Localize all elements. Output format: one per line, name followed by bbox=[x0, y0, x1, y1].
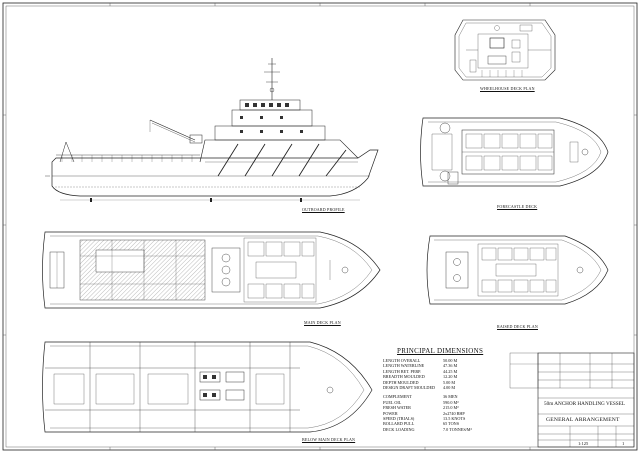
drawing-title: GENERAL ARRANGEMENT bbox=[546, 417, 620, 423]
dimension-label: FRESH WATER bbox=[383, 405, 411, 411]
label-main-deck-plan: MAIN DECK PLAN bbox=[304, 320, 341, 325]
label-outboard-profile: OUTBOARD PROFILE bbox=[302, 207, 345, 212]
sheet-number: 1 bbox=[622, 441, 625, 446]
dimension-label: LENGTH BET. PERP. bbox=[383, 368, 422, 374]
dimension-value: 7.0 TONNES/M² bbox=[443, 426, 472, 432]
forecastle-deck-plan bbox=[420, 117, 609, 187]
dimension-label: COMPLEMENT bbox=[383, 394, 412, 400]
dimension-value: 215.0 M³ bbox=[443, 405, 459, 411]
dimension-value: 590.0 M³ bbox=[443, 399, 459, 405]
label-raised-deck-plan: RAISED DECK PLAN bbox=[497, 324, 538, 329]
dimension-label: FUEL OIL bbox=[383, 399, 402, 405]
wheelhouse-deck-plan bbox=[454, 19, 556, 81]
label-below-main-deck-plan: BELOW MAIN DECK PLAN bbox=[302, 437, 356, 442]
dimension-value: 47.36 M bbox=[443, 363, 458, 369]
principal-dimensions-title: PRINCIPAL DIMENSIONS bbox=[397, 347, 484, 355]
dimension-row: POWER 2x2740 BHP bbox=[383, 411, 503, 416]
label-forecastle-deck: FORECASTLE DECK bbox=[497, 204, 538, 209]
dimension-value: 36 MEN bbox=[443, 394, 458, 400]
scale-value: 1:125 bbox=[578, 441, 589, 446]
dimension-label: LENGTH WATERLINE bbox=[383, 363, 425, 369]
dimension-row: LENGTH WATERLINE 47.36 M bbox=[383, 363, 503, 368]
raised-deck-plan bbox=[426, 235, 609, 305]
dimension-value: 65 TONS bbox=[443, 421, 460, 427]
dimension-row: DEPTH MOULDED 5.00 M bbox=[383, 380, 503, 385]
title-block-frame bbox=[509, 352, 635, 448]
main-deck-plan bbox=[42, 231, 381, 309]
dimension-row: DECK LOADING 7.0 TONNES/M² bbox=[383, 427, 503, 432]
dimension-label: DEPTH MOULDED bbox=[383, 379, 419, 385]
dimension-value: 5.00 M bbox=[443, 379, 456, 385]
dimension-label: POWER bbox=[383, 410, 398, 416]
dimension-value: 50.00 M bbox=[443, 358, 458, 363]
below-main-deck-plan bbox=[42, 341, 373, 433]
label-wheelhouse-deck-plan: WHEELHOUSE DECK PLAN bbox=[480, 86, 535, 91]
dimension-value: 13.5 KNOTS bbox=[443, 416, 466, 422]
dimension-value: 4.00 M bbox=[443, 385, 456, 391]
dimension-row: LENGTH OVERALL 50.00 M bbox=[383, 358, 503, 363]
dimension-row: FUEL OIL 590.0 M³ bbox=[383, 400, 503, 405]
dimension-value: 2x2740 BHP bbox=[443, 410, 465, 416]
dimension-label: SPEED (TRIALS) bbox=[383, 416, 415, 422]
dimension-row: SPEED (TRIALS) 13.5 KNOTS bbox=[383, 416, 503, 421]
vessel-title: 50m ANCHOR HANDLING VESSEL bbox=[544, 401, 626, 407]
dimension-label: BOLLARD PULL bbox=[383, 421, 415, 427]
dimension-label: DECK LOADING bbox=[383, 426, 415, 432]
dimension-row: DESIGN DRAFT MOULDED 4.00 M bbox=[383, 385, 503, 390]
dimension-row: BOLLARD PULL 65 TONS bbox=[383, 421, 503, 426]
outboard-profile bbox=[45, 58, 379, 202]
dimension-value: 44.25 M bbox=[443, 368, 458, 374]
dimension-row: COMPLEMENT 36 MEN bbox=[383, 394, 503, 399]
dimension-label: LENGTH OVERALL bbox=[383, 358, 421, 363]
principal-dimensions: PRINCIPAL DIMENSIONS LENGTH OVERALL 50.00… bbox=[383, 347, 503, 432]
dimension-label: BREADTH MOULDED bbox=[383, 374, 425, 380]
dimension-row: BREADTH MOULDED 12.20 M bbox=[383, 374, 503, 379]
dimension-row: LENGTH BET. PERP. 44.25 M bbox=[383, 369, 503, 374]
dimension-label: DESIGN DRAFT MOULDED bbox=[383, 385, 436, 391]
dimension-value: 12.20 M bbox=[443, 374, 458, 380]
dimension-row: FRESH WATER 215.0 M³ bbox=[383, 405, 503, 410]
